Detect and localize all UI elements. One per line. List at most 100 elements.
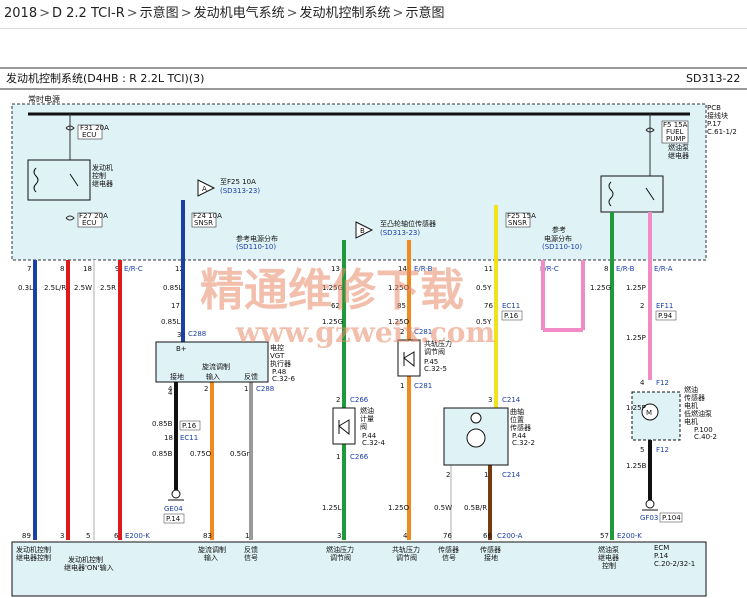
breadcrumb-separator: > bbox=[180, 6, 192, 21]
vgt-actuator-box bbox=[155, 341, 269, 383]
meter-l3: 阀 bbox=[360, 422, 367, 431]
wire-label: 1.25O bbox=[388, 318, 410, 326]
pin-label: 62 bbox=[331, 302, 340, 310]
pin-label: 57 bbox=[600, 532, 609, 540]
pin-label: E/R-C bbox=[124, 265, 143, 273]
ecm-ref2: C.20-2/32-1 bbox=[654, 560, 695, 568]
meter-valve-box bbox=[332, 407, 356, 445]
fuse-f27-label: ECU bbox=[82, 219, 96, 227]
lower-wire-labels: 0.85B 0.85B 0.75O 0.5Gr 1.25L 1.25O 0.5W… bbox=[152, 404, 647, 512]
fuse-f31-id: F31 20A bbox=[80, 124, 109, 132]
connector-label: EC11 bbox=[502, 302, 520, 310]
vgt-l2: VGT bbox=[270, 352, 285, 360]
breadcrumb-separator: > bbox=[39, 6, 50, 21]
vgt-ref2: C.32-6 bbox=[272, 375, 296, 383]
breadcrumb-item[interactable]: 发动机控制系统 bbox=[299, 6, 391, 21]
wire-label: 1.25O bbox=[388, 504, 410, 512]
pin-label: E/R-B bbox=[616, 265, 635, 273]
ecm-labels: 发动机控制 继电器控制 发动机控制 继电器'ON'输入 旋流调制 输入 反馈 信… bbox=[16, 545, 619, 572]
pin-label: 4 bbox=[168, 389, 173, 397]
ecm-label: 调节阀 bbox=[330, 553, 351, 562]
wire-label: 0.85B bbox=[152, 450, 173, 458]
pin-label: 18 bbox=[83, 265, 92, 273]
pin-label: 4 bbox=[640, 379, 645, 387]
pin-label: 76 bbox=[443, 532, 452, 540]
wire-label: 1.25G bbox=[322, 318, 343, 326]
ecm-label: 输入 bbox=[204, 553, 218, 562]
ref-a-icon bbox=[197, 179, 216, 197]
mid-connectors: 17 62 85 76 EC11 P.16 2 EF11 P.94 0.85L … bbox=[161, 302, 677, 342]
ecm-label: 发动机控制 bbox=[68, 555, 103, 564]
ref-dist2-l2: 电源分布 bbox=[544, 234, 572, 243]
motor-icon bbox=[641, 403, 659, 421]
rail-l1: 共轨压力 bbox=[424, 339, 452, 348]
pin-label: 2 bbox=[204, 385, 208, 393]
wire-label: 0.5Y bbox=[476, 318, 492, 326]
pin-label: 7 bbox=[27, 265, 31, 273]
ref-b-icon bbox=[355, 221, 374, 239]
main-relay-l2: 控制 bbox=[92, 171, 106, 180]
breadcrumb-item[interactable]: 发动机电气系统 bbox=[193, 6, 285, 21]
pin-label: 3 bbox=[337, 532, 341, 540]
rail-ref1: P.45 bbox=[424, 358, 438, 366]
pin-label: 11 bbox=[484, 265, 493, 273]
main-relay-box bbox=[27, 159, 91, 201]
pin-label: 18 bbox=[164, 434, 173, 442]
fuse-f5-label2: PUMP bbox=[666, 135, 686, 143]
pump-conn: F12 bbox=[656, 379, 669, 387]
ecm-label: 接地 bbox=[484, 553, 498, 562]
pin-label: 3 bbox=[60, 532, 64, 540]
ref-a-letter: A bbox=[202, 185, 207, 193]
fuse-f25-label: SNSR bbox=[508, 219, 527, 227]
pin-label: 1 bbox=[336, 453, 340, 461]
main-relay-l1: 发动机 bbox=[92, 163, 113, 172]
connector-label: EC11 bbox=[180, 434, 198, 442]
vgt-l1: 电控 bbox=[270, 343, 284, 352]
ecm-label: 传感器 bbox=[438, 545, 459, 554]
ref-dist1-l1: 参考电源分布 bbox=[236, 234, 278, 243]
valve-icon bbox=[338, 419, 350, 436]
ref-label: P.16 bbox=[504, 312, 519, 320]
breadcrumb-item[interactable]: 2018 bbox=[4, 6, 38, 21]
ref-label: P.94 bbox=[658, 312, 673, 320]
pin-label: 2 bbox=[640, 302, 644, 310]
vgt-in-l3: 输入 bbox=[206, 372, 220, 381]
breadcrumb-separator: > bbox=[392, 6, 404, 21]
wire-label: 1.25G bbox=[322, 284, 343, 292]
diagram-title: 发动机控制系统(D4HB : R 2.2L TCI)(3) bbox=[6, 71, 204, 85]
pcb-ref2: C.61-1/2 bbox=[707, 128, 737, 136]
connector-label: E200-K bbox=[125, 532, 150, 540]
cps-conn-2: C214 bbox=[502, 471, 521, 479]
vgt-bplus: B+ bbox=[176, 345, 187, 353]
wire-label: 0.85L bbox=[163, 284, 183, 292]
pin-label: 76 bbox=[484, 302, 493, 310]
relay-coil-icon bbox=[608, 181, 614, 207]
pin-label: 3 bbox=[177, 331, 181, 339]
pin-label: 14 bbox=[398, 265, 407, 273]
ref-dist2-l1: 参考 bbox=[552, 225, 566, 234]
breadcrumb-item[interactable]: 示意图 bbox=[405, 6, 445, 21]
ref-dist2-l3: (SD110-10) bbox=[542, 243, 582, 251]
meter-conn-2: C266 bbox=[350, 453, 369, 461]
svg-text:M: M bbox=[646, 409, 652, 417]
fuse-icon bbox=[65, 215, 75, 221]
vgt-in-l4: 反馈 bbox=[244, 372, 258, 381]
main-relay-l3: 继电器 bbox=[92, 179, 113, 188]
breadcrumb-item[interactable]: 示意图 bbox=[139, 6, 179, 21]
pin-label: 3 bbox=[488, 396, 492, 404]
ecm-label: 发动机控制 bbox=[16, 545, 51, 554]
wire-label: 1.25P bbox=[626, 334, 646, 342]
wire-label: 1.25P bbox=[626, 284, 646, 292]
fuse-f25-id: F25 15A bbox=[507, 212, 536, 220]
fuel-relay-l2: 继电器 bbox=[668, 151, 689, 160]
connector-label: EF11 bbox=[656, 302, 673, 310]
pin-label: 4 bbox=[168, 385, 173, 393]
wire-label: 1.25B bbox=[626, 462, 647, 470]
cps-l3: 传感器 bbox=[510, 423, 531, 432]
ref-a-l2: (SD313-23) bbox=[220, 187, 260, 195]
breadcrumb-item[interactable]: D 2.2 TCI-R bbox=[52, 6, 125, 21]
pin-label: 1 bbox=[245, 532, 249, 540]
pin-label: E/R-B bbox=[414, 265, 433, 273]
fuse-icon bbox=[65, 125, 75, 131]
